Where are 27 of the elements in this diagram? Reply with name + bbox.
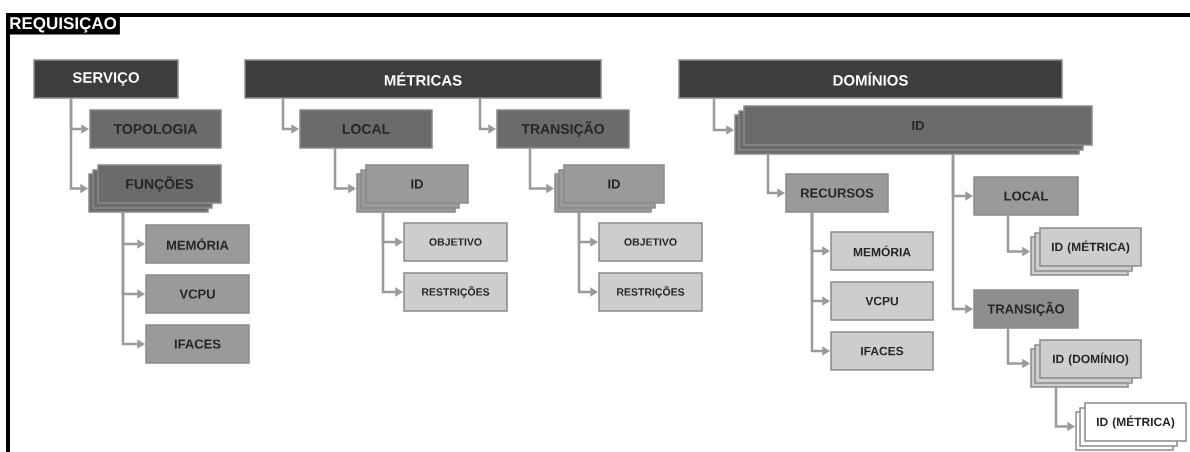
- process-box: MEMÓRIA: [145, 224, 250, 264]
- process-box: OBJETIVO: [403, 222, 508, 262]
- stacked-box: ID: [734, 105, 1093, 155]
- process-box: IFACES: [830, 331, 934, 371]
- process-box: RESTRIÇÕES: [403, 272, 508, 312]
- stacked-box: ID (MÉTRICA): [1030, 227, 1142, 276]
- process-box: MÉTRICAS: [244, 59, 602, 99]
- stacked-box: FUNÇÕES: [88, 164, 222, 213]
- stacked-box: ID: [356, 164, 469, 213]
- process-box: LOCAL: [973, 176, 1079, 216]
- stacked-box: ID (MÉTRICA): [1075, 402, 1187, 451]
- process-box: LOCAL: [299, 109, 433, 149]
- stacked-box: ID (DOMÍNIO): [1030, 339, 1142, 388]
- process-box: OBJETIVO: [598, 222, 703, 262]
- stacked-box: ID: [554, 164, 665, 213]
- process-box: RECURSOS: [785, 173, 889, 213]
- process-box: TOPOLOGIA: [89, 109, 222, 149]
- title: REQUISIÇAO: [6, 15, 120, 35]
- process-box: MEMÓRIA: [830, 231, 934, 271]
- process-box: VCPU: [830, 281, 934, 321]
- process-box: SERVIÇO: [33, 59, 179, 99]
- process-box: IFACES: [145, 324, 250, 364]
- process-box: RESTRIÇÕES: [598, 272, 703, 312]
- process-box: DOMÍNIOS: [678, 59, 1063, 99]
- process-box: TRANSIÇÃO: [973, 289, 1079, 329]
- process-box: VCPU: [145, 274, 250, 314]
- process-box: TRANSIÇÃO: [496, 109, 630, 149]
